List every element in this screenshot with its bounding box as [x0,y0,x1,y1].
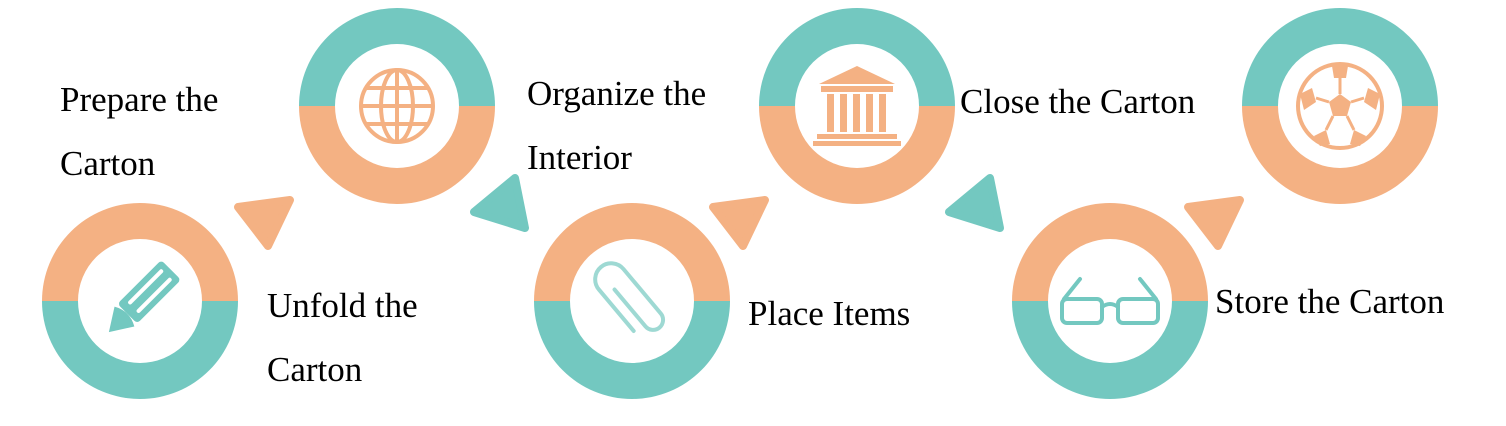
step-circle-5 [1012,203,1208,399]
step-label-2: Prepare the Carton [60,68,218,196]
label-line: Interior [527,138,632,177]
label-line: Organize the [527,74,707,113]
globe-icon [359,68,435,144]
label-line: Unfold the [267,286,418,325]
step-circle-6 [1242,8,1438,204]
step-label-5: Store the Carton [1215,270,1444,334]
label-line: Store the Carton [1215,282,1445,321]
label-line: Carton [267,350,363,389]
arrow-triangle-3 [709,196,769,250]
label-line: Prepare the [60,80,219,119]
step-label-3: Place Items [748,282,910,346]
step-label-6: Close the Carton [960,70,1195,134]
step-circle-2 [299,8,495,204]
soccer-ball-icon [1296,62,1384,150]
paperclip-icon [593,261,666,333]
step-circle-3 [534,203,730,399]
pencil-icon [108,261,180,333]
step-circle-1 [42,203,238,399]
step-circle-4 [759,8,955,204]
step-label-1: Unfold the Carton [267,274,418,402]
step-label-4: Organize the Interior [527,62,706,190]
bank-building-icon [813,66,901,146]
arrow-triangle-2 [470,174,529,232]
arrow-triangle-1 [234,196,294,250]
label-line: Carton [60,144,156,183]
label-line: Close the Carton [960,82,1196,121]
label-line: Place Items [748,294,911,333]
arrow-triangle-4 [945,174,1004,232]
arrow-triangle-5 [1184,196,1244,250]
glasses-icon [1060,277,1160,325]
